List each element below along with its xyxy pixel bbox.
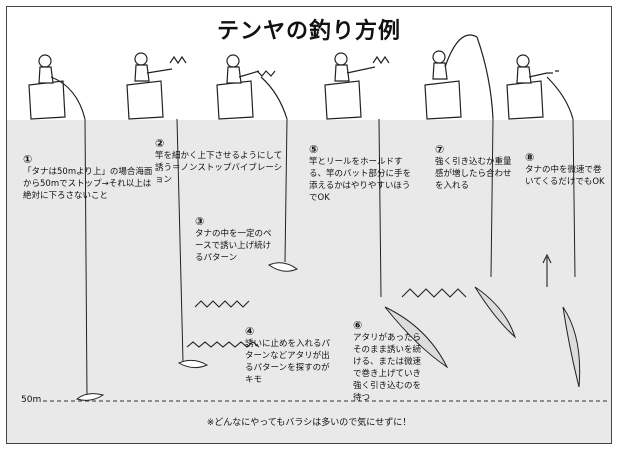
- step-5-text: 竿とリールをホールドする、竿のバット部分に手を添えるかはやりやすいほうでOK: [309, 157, 412, 203]
- step-2-text: 竿を細かく上下させるようにして誘う＝ノンストップバイブレーション: [155, 151, 283, 185]
- step-6-number: ⑥: [353, 319, 363, 332]
- step-4-text: 誘いに止めを入れるパターンなどアタリが出るパターンを探すのがキモ: [245, 339, 331, 385]
- step-3-text: タナの中を一定のペースで誘い上げ続けるパターン: [195, 229, 272, 263]
- boat-angler-6: [506, 54, 574, 120]
- diagram-frame: テンヤの釣り方例 ① 「タナは50mより上」の場合海面から50mでストップ→それ…: [6, 6, 612, 444]
- step-6: ⑥ アタリがあったらそのまま誘いを続ける、または微速で巻き上げていき強く引き込む…: [353, 319, 423, 404]
- step-8-text: タナの中を微速で巻いてくるだけでもOK: [525, 165, 605, 187]
- step-3: ③ タナの中を一定のペースで誘い上げ続けるパターン: [195, 215, 275, 264]
- step-3-number: ③: [195, 215, 205, 228]
- footer-note: ※どんなにやってもバラシは多いので気にせずに！: [206, 418, 412, 428]
- step-7-number: ⑦: [435, 143, 445, 156]
- step-5: ⑤ 竿とリールをホールドする、竿のバット部分に手を添えるかはやりやすいほうでOK: [309, 143, 413, 204]
- step-8: ⑧ タナの中を微速で巻いてくるだけでもOK: [525, 151, 605, 188]
- step-4-number: ④: [245, 325, 255, 338]
- boat-angler-5: [424, 34, 494, 120]
- step-2-number: ②: [155, 137, 165, 150]
- step-7: ⑦ 強く引き込むか重量感が増したら合わせを入れる: [435, 143, 515, 192]
- step-4: ④ 誘いに止めを入れるパターンなどアタリが出るパターンを探すのがキモ: [245, 325, 335, 386]
- page-title: テンヤの釣り方例: [216, 19, 401, 44]
- step-1-number: ①: [23, 153, 33, 166]
- boat-angler-2: [126, 52, 187, 120]
- fish-group: [75, 262, 581, 401]
- step-6-text: アタリがあったらそのまま誘いを続ける、または微速で巻き上げていき強く引き込むのを…: [353, 333, 422, 403]
- fishing-scene: [28, 34, 607, 402]
- boat-angler-3: [216, 54, 288, 120]
- step-8-number: ⑧: [525, 151, 535, 164]
- depth-label: 50m: [21, 395, 42, 405]
- step-1-text: 「タナは50mより上」の場合海面から50mでストップ→それ以上は絶対に下ろさない…: [23, 167, 153, 201]
- water-area: [7, 120, 611, 443]
- boat-angler-4: [324, 52, 390, 120]
- boat-angler-1: [28, 54, 86, 120]
- step-5-number: ⑤: [309, 143, 319, 156]
- fishing-lines: [84, 118, 576, 398]
- step-2: ② 竿を細かく上下させるようにして誘う＝ノンストップバイブレーション: [155, 137, 285, 186]
- step-7-text: 強く引き込むか重量感が増したら合わせを入れる: [435, 157, 512, 191]
- motion-zigzags: [186, 253, 552, 348]
- step-1: ① 「タナは50mより上」の場合海面から50mでストップ→それ以上は絶対に下ろさ…: [23, 153, 155, 202]
